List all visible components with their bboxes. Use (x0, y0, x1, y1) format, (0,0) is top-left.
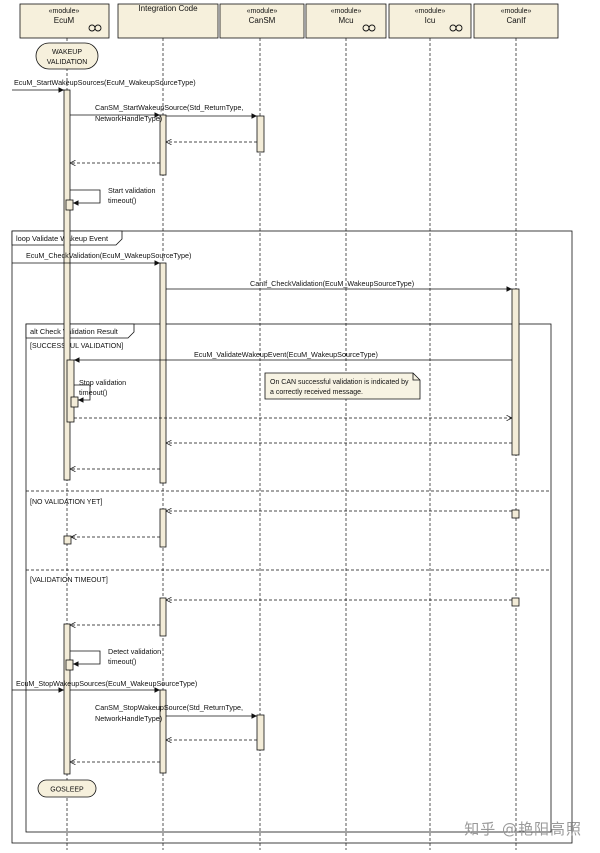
self-message-arrow (70, 189, 101, 206)
watermark: 知乎 @艳阳高照 (464, 820, 582, 838)
note-line: a correctly received message. (270, 389, 363, 396)
activation-cansm (256, 714, 265, 751)
message-label: CanIf_CheckValidation(EcuM_WakeupSourceT… (250, 279, 414, 288)
svg-text:Icu: Icu (425, 16, 436, 25)
svg-text:«module»: «module» (501, 8, 532, 15)
svg-text:CanSM: CanSM (249, 16, 276, 25)
message-label: NetworkHandleType) (95, 114, 162, 123)
message-label: timeout() (108, 657, 136, 666)
activation-cansm (256, 115, 265, 153)
svg-text:«module»: «module» (49, 8, 80, 15)
alt-fragment: alt Check Validation Result [SUCCESSFUL … (25, 323, 552, 833)
activation-canif (511, 509, 520, 519)
message-label: Detect validation (108, 647, 161, 656)
activation-ecum (65, 659, 74, 671)
message-label: NetworkHandleType) (95, 714, 162, 723)
svg-text:Integration Code: Integration Code (138, 4, 198, 13)
message-label: EcuM_CheckValidation(EcuM_WakeupSourceTy… (26, 251, 191, 260)
lifeline-header-canif: «module» CanIf (473, 3, 559, 39)
activation-canif (511, 288, 520, 456)
message-label: EcuM_StopWakeupSources(EcuM_WakeupSource… (16, 679, 197, 688)
lifeline-header-cansm: «module» CanSM (219, 3, 305, 39)
self-message-arrow (74, 384, 91, 403)
message-label: Start validation (108, 186, 156, 195)
activation-integration-code (159, 114, 167, 176)
state-wakeup-validation: WAKEUP VALIDATION (35, 42, 99, 70)
activation-ecum (63, 623, 71, 775)
state-gosleep: GOSLEEP (37, 779, 97, 798)
messages (12, 87, 512, 762)
activation-integration-code (159, 597, 167, 637)
message-labels: EcuM_StartWakeupSources(EcuM_WakeupSourc… (14, 78, 414, 723)
component-icon (362, 24, 376, 32)
message-label: EcuM_ValidateWakeupEvent(EcuM_WakeupSour… (194, 350, 378, 359)
activation-integration-code (159, 262, 167, 484)
svg-text:«module»: «module» (247, 8, 278, 15)
svg-text:EcuM: EcuM (54, 16, 75, 25)
lifeline-header-ecum: «module» EcuM (19, 3, 110, 39)
loop-title: loop Validate Wakeup Event (16, 234, 108, 243)
activation-ecum (63, 535, 72, 545)
self-message-arrow (70, 650, 101, 667)
component-icon (88, 24, 102, 32)
lifeline-header-mcu: «module» Mcu (305, 3, 387, 39)
guard-validation-timeout: [VALIDATION TIMEOUT] (30, 577, 108, 584)
guard-no-validation-yet: [NO VALIDATION YET] (30, 499, 102, 506)
alt-title: alt Check Validation Result (30, 327, 118, 336)
message-label: CanSM_StartWakeupSource(Std_ReturnType, (95, 103, 243, 112)
message-label: timeout() (79, 388, 107, 397)
activation-ecum (63, 89, 71, 481)
svg-text:VALIDATION: VALIDATION (47, 59, 88, 66)
note-line: On CAN successful validation is indicate… (270, 379, 409, 386)
svg-text:CanIf: CanIf (506, 16, 526, 25)
activation-ecum (66, 359, 75, 423)
activation-ecum (70, 396, 79, 408)
svg-text:WAKEUP: WAKEUP (52, 49, 82, 56)
svg-text:«module»: «module» (415, 8, 446, 15)
svg-text:«module»: «module» (331, 8, 362, 15)
lifeline-header-integration-code: Integration Code (117, 3, 219, 39)
svg-text:GOSLEEP: GOSLEEP (50, 787, 84, 794)
activation-integration-code (159, 689, 167, 774)
activation-canif (511, 597, 520, 607)
loop-fragment: loop Validate Wakeup Event (11, 230, 573, 844)
activations (63, 89, 520, 775)
lifeline-header-icu: «module» Icu (388, 3, 472, 39)
component-icon (449, 24, 463, 32)
guard-successful-validation: [SUCCESSFUL VALIDATION] (30, 343, 123, 350)
message-label: EcuM_StartWakeupSources(EcuM_WakeupSourc… (14, 78, 196, 87)
activation-integration-code (159, 508, 167, 548)
message-label: Stop validation (79, 378, 126, 387)
svg-text:Mcu: Mcu (338, 16, 353, 25)
activation-ecum (65, 199, 74, 211)
message-label: CanSM_StopWakeupSource(Std_ReturnType, (95, 703, 243, 712)
message-label: timeout() (108, 196, 136, 205)
note: On CAN successful validation is indicate… (264, 372, 421, 400)
lifelines (66, 38, 517, 850)
